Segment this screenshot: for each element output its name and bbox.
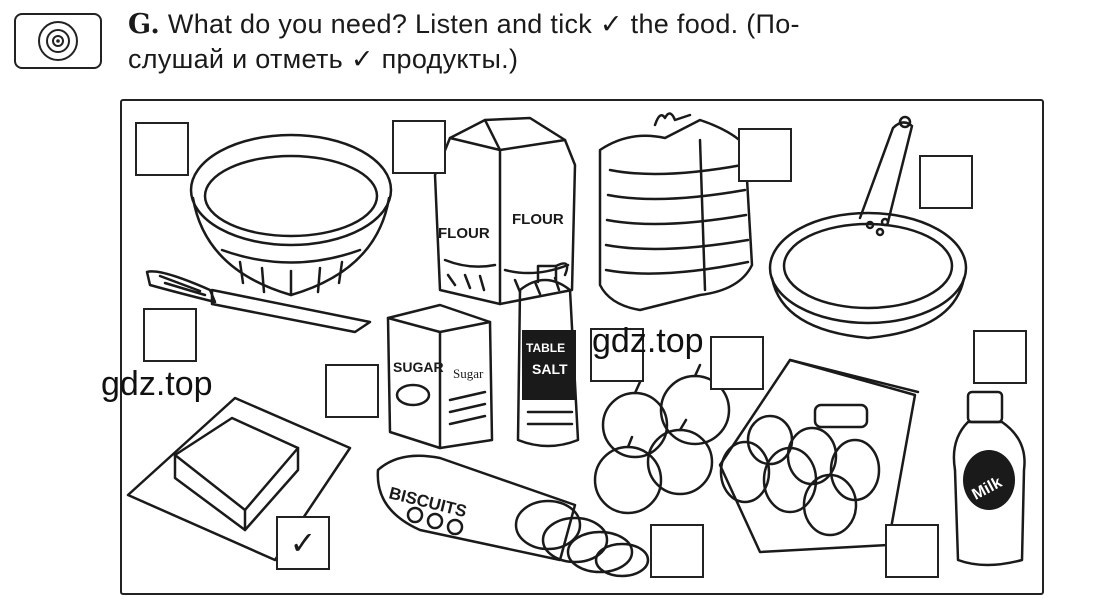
checkbox-salt[interactable] <box>590 328 644 382</box>
tick-icon: ✓ <box>599 9 623 40</box>
tick-icon: ✓ <box>350 44 374 75</box>
knife-illustration <box>145 270 372 334</box>
cd-disc-icon <box>38 21 78 61</box>
checkbox-bread[interactable] <box>738 128 792 182</box>
biscuits-illustration: BISCUITS <box>376 454 650 578</box>
checkbox-frying-pan[interactable] <box>919 155 973 209</box>
checkbox-butter[interactable]: ✓ <box>276 516 330 570</box>
checkbox-knife[interactable] <box>143 308 197 362</box>
checkbox-milk[interactable] <box>973 330 1027 384</box>
apples-illustration <box>593 363 731 515</box>
flour-label: FLOUR <box>438 225 490 242</box>
salt-label: SALT <box>532 361 568 377</box>
illustration-frame <box>120 99 1044 595</box>
checkbox-flour[interactable] <box>392 120 446 174</box>
checkbox-apples[interactable] <box>710 336 764 390</box>
biscuits-label: BISCUITS <box>387 483 469 521</box>
sugar-box-illustration: SUGAR Sugar <box>386 303 494 450</box>
eggs-illustration <box>718 358 920 554</box>
bread-illustration <box>598 112 754 312</box>
instruction-line2-end: продукты.) <box>381 44 519 74</box>
checkbox-sugar[interactable] <box>325 364 379 418</box>
salt-top-label: TABLE <box>526 341 565 355</box>
butter-illustration <box>126 396 352 562</box>
checkbox-bowl[interactable] <box>135 122 189 176</box>
instruction-line1-end: the food. (По- <box>630 9 800 39</box>
sugar-label: SUGAR <box>393 359 444 375</box>
instruction-line1: What do you need? Listen and tick <box>167 9 593 39</box>
flour-bag-illustration: FLOUR FLOUR <box>433 116 577 306</box>
bowl-illustration <box>189 133 393 297</box>
milk-bottle-illustration: Milk <box>952 390 1026 567</box>
frying-pan-illustration <box>768 115 968 340</box>
instruction-line2: слушай и отметь <box>128 44 344 74</box>
watermark: gdz.top <box>592 322 704 360</box>
checkbox-biscuits[interactable] <box>650 524 704 578</box>
sugar-small-label: Sugar <box>453 366 484 381</box>
exercise-instruction: G. What do you need? Listen and tick ✓ t… <box>128 7 1068 77</box>
watermark: gdz.top <box>101 365 213 403</box>
flour-label: FLOUR <box>512 211 564 228</box>
exercise-letter: G. <box>128 9 161 40</box>
checkmark-icon: ✓ <box>289 524 317 562</box>
salt-shaker-illustration: TABLE SALT <box>516 262 580 448</box>
checkbox-eggs[interactable] <box>885 524 939 578</box>
audio-cd-icon[interactable] <box>14 13 102 69</box>
